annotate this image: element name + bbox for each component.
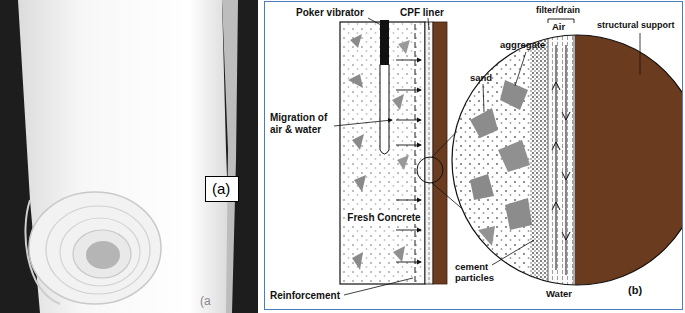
part-label: Fresh Concrete <box>346 212 422 224</box>
panel-letter: (a) <box>212 180 232 197</box>
part-label: cement particles <box>455 262 503 284</box>
panel-tag: (a) <box>205 176 239 202</box>
panel-letter: (b) <box>628 284 642 297</box>
part-label: Air <box>552 22 565 33</box>
part-label: filter/drain <box>536 5 580 15</box>
part-label: aggregate <box>500 40 545 51</box>
part-label: Reinforcement <box>270 290 340 302</box>
part-label: Migration of air & water <box>270 112 333 135</box>
part-label: Poker vibrator <box>296 7 364 19</box>
part-label: sand <box>470 73 492 84</box>
part-label: CPF liner <box>400 7 444 19</box>
part-label: Water <box>546 289 572 300</box>
part-label: structural support <box>597 20 675 30</box>
panel-letter: (a <box>200 295 211 309</box>
